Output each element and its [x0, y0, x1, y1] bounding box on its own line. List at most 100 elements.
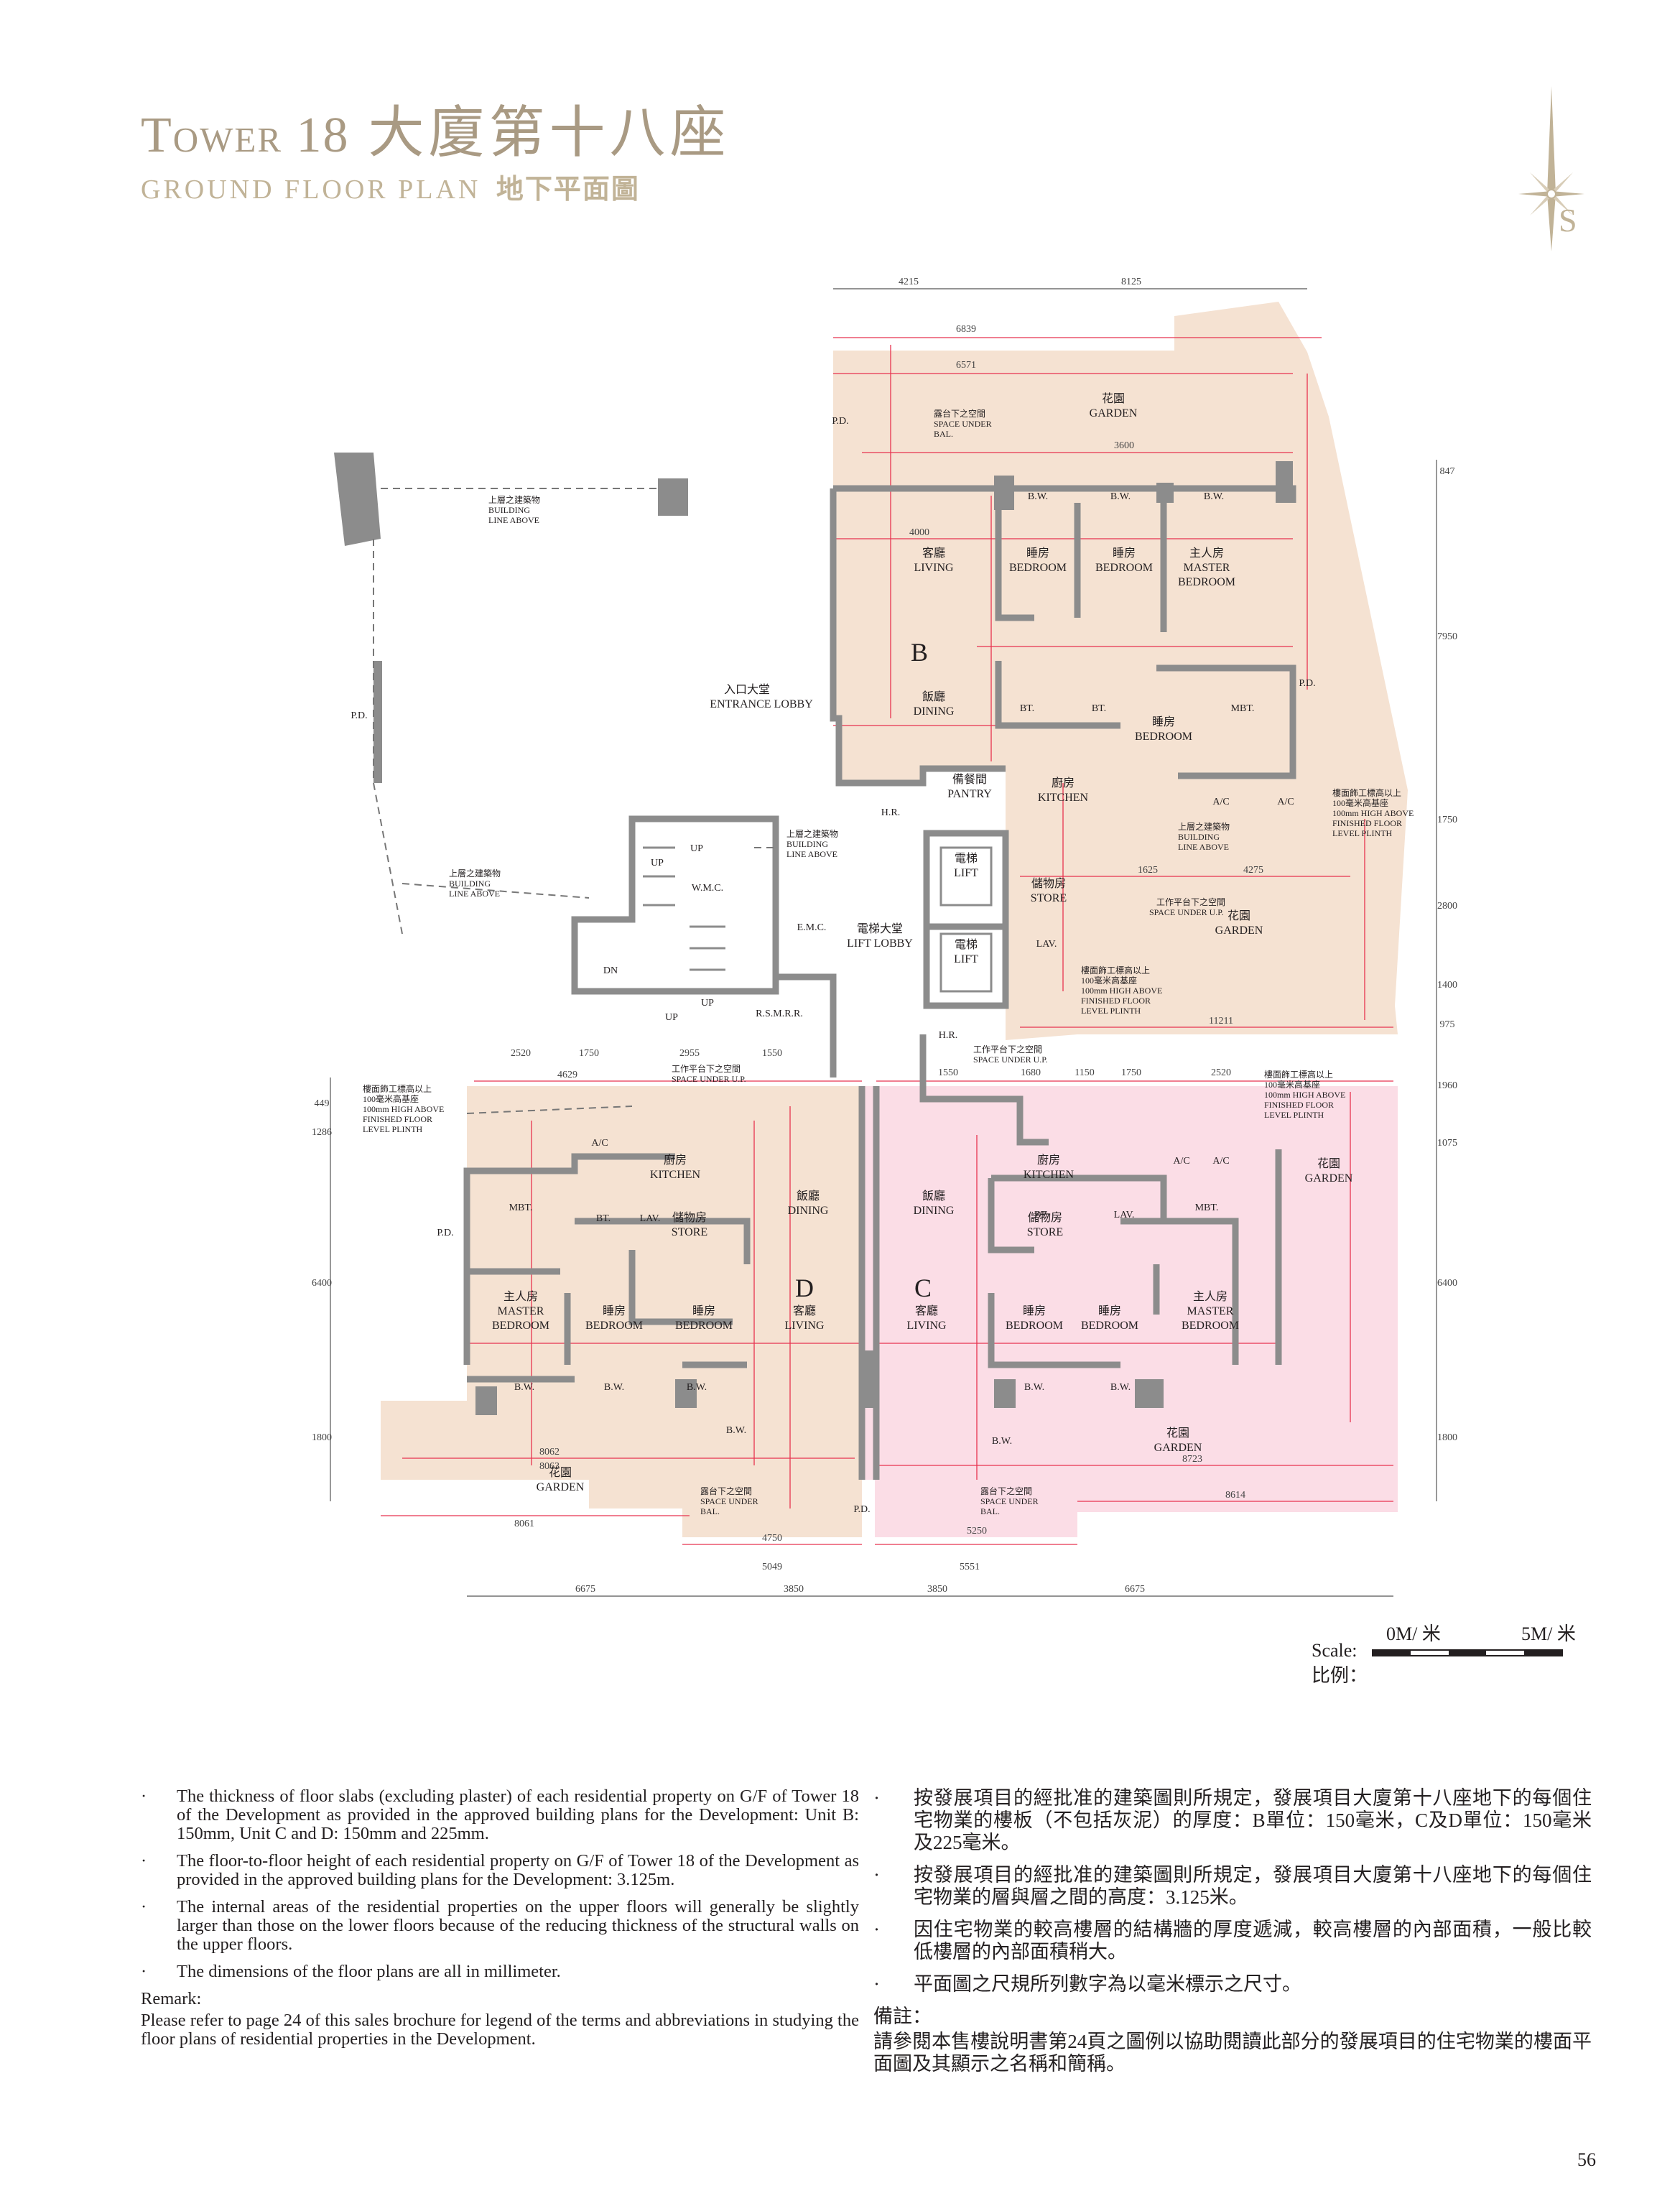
bw3-label: B.W.	[726, 1425, 746, 1436]
dim-m3: 2955	[679, 1048, 700, 1059]
ac2-label: A/C	[1173, 1156, 1189, 1167]
bw-label: B.W.	[1028, 491, 1048, 502]
kitchen-en: KITCHEN	[1038, 792, 1089, 804]
kitchen2-cn: 廚房	[1037, 1153, 1060, 1167]
pd5-label: P.D.	[351, 710, 367, 721]
bw3-label: B.W.	[604, 1382, 624, 1393]
up-space2-en: SPACE UNDER U.P.	[672, 1074, 746, 1084]
notes-chinese: ·按發展項目的經批准的建築圖則所規定，發展項目大廈第十八座地下的每個住宅物業的樓…	[873, 1787, 1592, 2075]
dim-r7: 1960	[1437, 1080, 1457, 1091]
dim-m8: 1750	[1121, 1067, 1141, 1078]
ac-label: A/C	[1277, 797, 1294, 807]
dim-bot1: 6675	[575, 1584, 595, 1595]
dim-d1: 6839	[956, 324, 976, 335]
dim-r6: 975	[1440, 1019, 1455, 1030]
bal2-cn: 露台下之空間	[700, 1486, 752, 1496]
columns	[334, 453, 1293, 1415]
dim-r5: 1400	[1437, 980, 1457, 991]
dim-d13: 11211	[1209, 1016, 1233, 1026]
dim-d3: 4000	[909, 527, 929, 538]
pantry-en: PANTRY	[947, 788, 992, 800]
lift-cn: 電梯	[955, 852, 978, 865]
remark-text-cn: 請參閱本售樓說明書第24頁之圖例以協助閱讀此部分的發展項目的住宅物業的樓面平面圖…	[873, 2031, 1592, 2075]
plinth4-cn2: 100毫米高基座	[1264, 1079, 1320, 1090]
dim-d15: 1625	[1138, 865, 1158, 876]
dim-r9: 6400	[1437, 1278, 1457, 1289]
bldg-line3-en1: BUILDING	[786, 839, 828, 849]
bedroom2-en: BEDROOM	[1095, 562, 1153, 574]
lav-label: LAV.	[1036, 939, 1057, 950]
compass-letter: S	[1559, 202, 1577, 238]
unit-d-label: D	[795, 1274, 814, 1302]
compass-star-icon	[1518, 86, 1584, 251]
bal-en2: BAL.	[934, 429, 953, 439]
bldg-line4-en2: LINE ABOVE	[1178, 842, 1229, 852]
bullet: ·	[141, 1962, 147, 1981]
bal2-en2: BAL.	[700, 1506, 720, 1516]
room-text: B D C 花園 GARDEN 客廳 LIVING 飯廳 DINING 睡房 B…	[492, 392, 1353, 1493]
plinth3-en1: 100mm HIGH ABOVE	[363, 1104, 444, 1114]
bt3-label: BT.	[596, 1213, 611, 1224]
bt-label: BT.	[1092, 703, 1106, 714]
store-en: STORE	[1031, 892, 1067, 904]
mbt-label: MBT.	[1231, 703, 1255, 714]
note-en-item: ·The floor-to-floor height of each resid…	[141, 1852, 859, 1889]
unit-c-label: C	[914, 1274, 932, 1302]
dim-r8: 1075	[1437, 1138, 1457, 1149]
plinth4-cn1: 樓面飾工標高以上	[1264, 1069, 1333, 1080]
dining3-en: DINING	[788, 1205, 829, 1217]
pd4-label: P.D.	[853, 1504, 870, 1515]
dim-d8: 8723	[1182, 1454, 1202, 1465]
up-label: UP	[690, 843, 703, 854]
bal3-en2: BAL.	[980, 1506, 1000, 1516]
unit-b-label: B	[911, 638, 928, 667]
bullet: ·	[141, 1851, 147, 1871]
note-en-item: ·The thickness of floor slabs (excluding…	[141, 1787, 859, 1843]
bedroom4-cn: 睡房	[1023, 1304, 1046, 1317]
bldg-line-en1: BUILDING	[488, 505, 530, 515]
store2-cn: 儲物房	[1028, 1211, 1062, 1224]
note-text: 上層之建築物 BUILDING LINE ABOVE 上層之建築物 BUILDI…	[363, 408, 1414, 1516]
master3-en2: BEDROOM	[492, 1320, 549, 1332]
dim-bot3: 3850	[927, 1584, 947, 1595]
dining2-en: DINING	[914, 1205, 955, 1217]
page-number: 56	[1577, 2149, 1596, 2170]
bldg-line-en2: LINE ABOVE	[488, 515, 539, 525]
garden-en: GARDEN	[1090, 407, 1138, 420]
pd-label: P.D.	[832, 416, 848, 427]
living2-en: LIVING	[906, 1320, 947, 1332]
up-space3-cn: 工作平台下之空間	[973, 1044, 1042, 1055]
up-label: UP	[651, 858, 664, 868]
liftlobby-en: LIFT LOBBY	[847, 937, 913, 950]
note-cn-item: ·平面圖之尺規所列數字為以毫米標示之尺寸。	[873, 1973, 1592, 1996]
bal-en1: SPACE UNDER	[934, 419, 992, 429]
wmc-label: W.M.C.	[692, 883, 723, 894]
unit-d-fill	[381, 1086, 862, 1537]
bullet: ·	[141, 1786, 147, 1806]
dim-d7: 8061	[514, 1519, 534, 1529]
dim-top1: 4215	[899, 277, 919, 287]
pd6-label: P.D.	[1299, 678, 1315, 689]
dim-m9: 2520	[1211, 1067, 1231, 1078]
mbt3-label: MBT.	[509, 1202, 533, 1213]
plinth-cn2: 100毫米高基座	[1332, 797, 1388, 808]
bt-label: BT.	[1020, 703, 1034, 714]
bedroom3-en: BEDROOM	[1135, 731, 1192, 743]
dim-m1: 2520	[511, 1048, 531, 1059]
bedroom3-cn: 睡房	[1152, 715, 1175, 728]
ac2-label: A/C	[1212, 1156, 1229, 1167]
emc-label: E.M.C.	[797, 922, 827, 933]
bal3-en1: SPACE UNDER	[980, 1496, 1039, 1506]
note-en-text: The dimensions of the floor plans are al…	[177, 1962, 561, 1981]
dimension-text: 4215 8125 6675 3850 3850 6675 847 7950 1…	[312, 277, 1457, 1595]
dim-bot2: 3850	[784, 1584, 804, 1595]
note-cn-text: 按發展項目的經批准的建築圖則所規定，發展項目大廈第十八座地下的每個住宅物業的層與…	[914, 1864, 1592, 1908]
plinth-cn1: 樓面飾工標高以上	[1332, 787, 1401, 798]
lav2-label: LAV.	[1114, 1210, 1135, 1220]
bedroom7-cn: 睡房	[692, 1304, 715, 1317]
plinth-en1: 100mm HIGH ABOVE	[1332, 808, 1414, 818]
living-en: LIVING	[914, 562, 954, 574]
bt2-label: BT.	[1034, 1210, 1049, 1220]
living3-cn: 客廳	[793, 1304, 816, 1317]
